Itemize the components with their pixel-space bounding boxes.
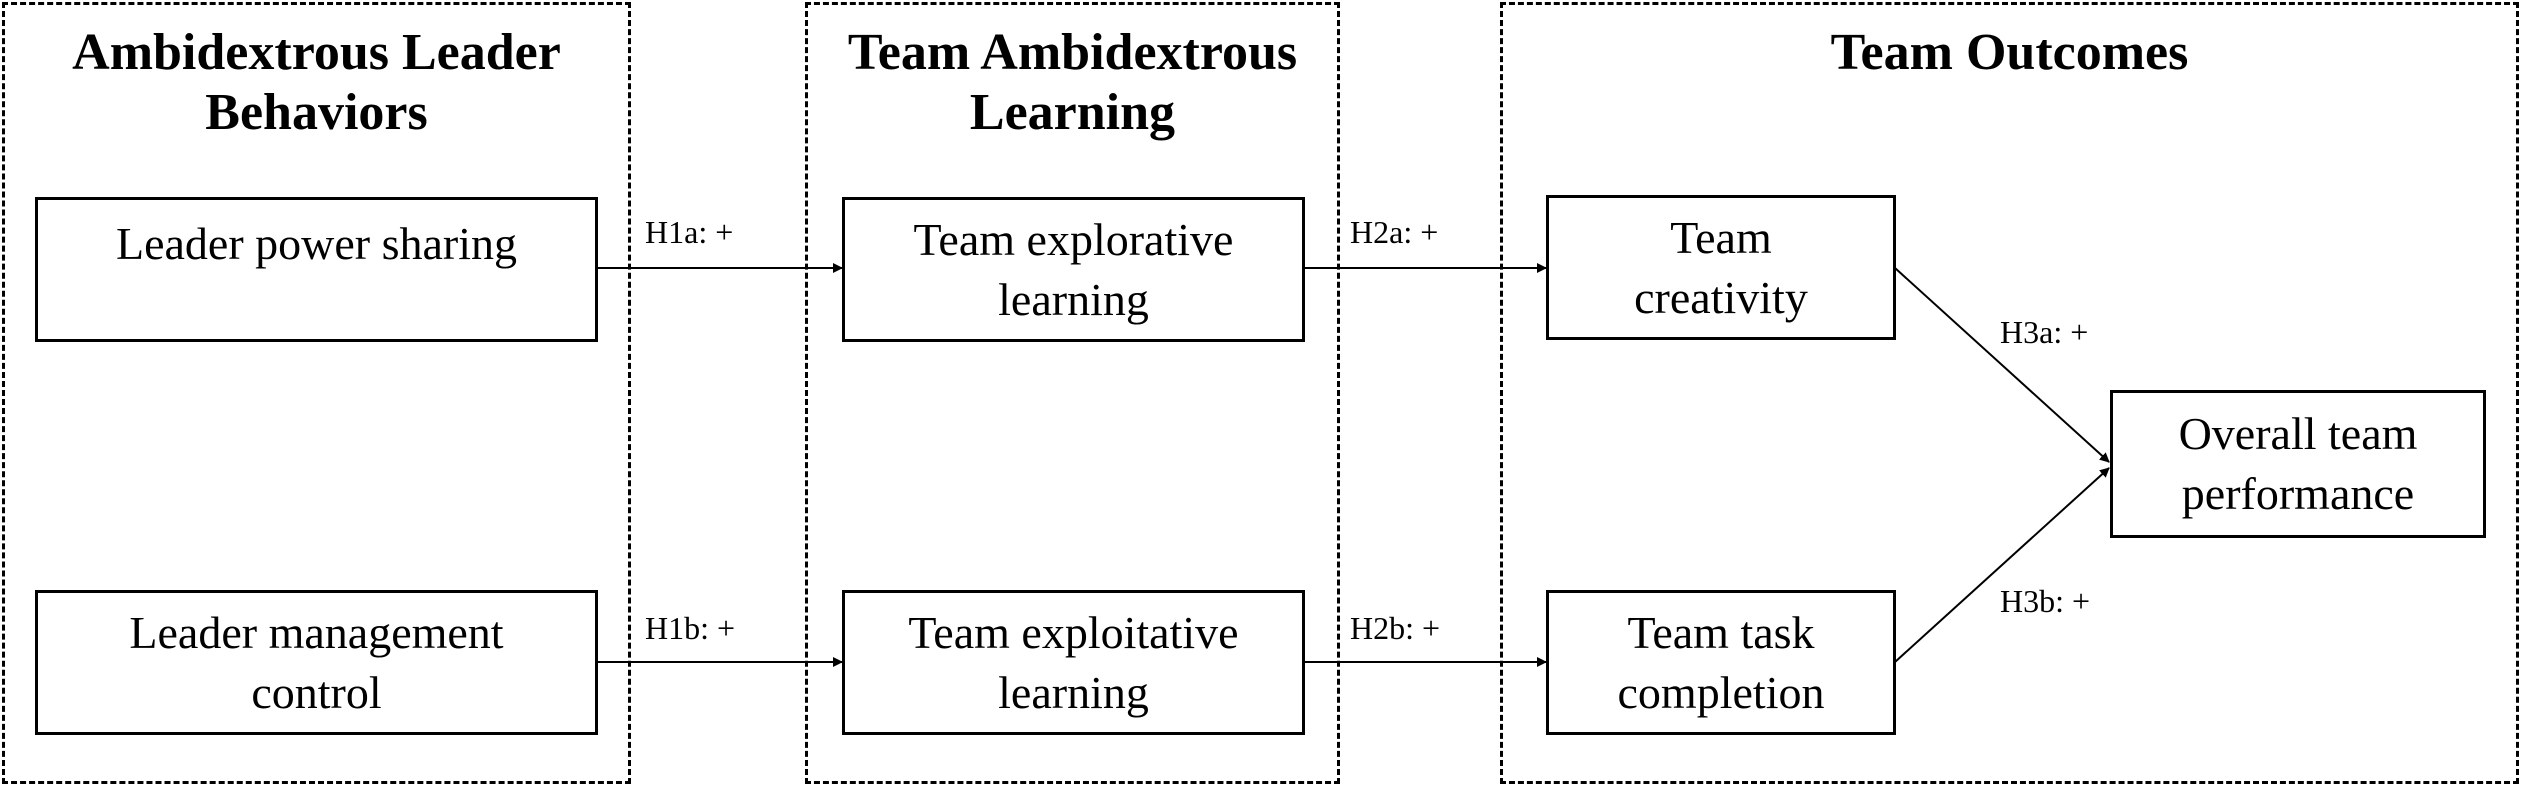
edge-h3a	[1894, 267, 2110, 463]
edge-label-h2a: H2a: +	[1350, 214, 1439, 250]
node-team-task-completion-line2: completion	[1617, 666, 1825, 718]
node-team-explorative-learning-line2: learning	[998, 273, 1149, 325]
node-leader-management-control-line2: control	[251, 666, 382, 718]
group-title-outcomes: Team Outcomes	[1503, 23, 2516, 83]
edge-label-h1b: H1b: +	[645, 610, 736, 646]
edge-h3b	[1894, 467, 2110, 663]
group-team-outcomes: Team Outcomes	[1500, 2, 2519, 784]
node-team-creativity-line1: Team	[1670, 211, 1772, 263]
edge-label-h2b: H2b: +	[1350, 610, 1441, 646]
node-team-creativity: Team creativity	[1546, 195, 1896, 340]
group-title-learning: Team Ambidextrous Learning	[808, 23, 1337, 143]
node-team-exploitative-learning-line1: Team exploitative	[908, 606, 1239, 658]
group-title-leader-line1: Ambidextrous Leader	[72, 24, 561, 81]
node-overall-team-performance-line1: Overall team	[2178, 408, 2418, 459]
node-overall-team-performance-line2: performance	[2181, 468, 2415, 519]
group-title-learning-line2: Learning	[969, 84, 1176, 141]
node-team-task-completion: Team task completion	[1546, 590, 1896, 735]
node-team-explorative-learning-line1: Team explorative	[913, 213, 1234, 265]
node-team-creativity-line2: creativity	[1634, 271, 1808, 323]
node-team-exploitative-learning: Team exploitative learning	[842, 590, 1305, 735]
node-team-task-completion-line1: Team task	[1627, 606, 1815, 658]
group-title-leader-line2: Behaviors	[205, 84, 428, 141]
group-team-ambidextrous-learning: Team Ambidextrous Learning	[805, 2, 1340, 784]
edge-label-h3a: H3a: +	[2000, 314, 2089, 350]
edge-label-h3b: H3b: +	[2000, 583, 2091, 619]
group-title-outcomes-line1: Team Outcomes	[1830, 24, 2189, 81]
edge-label-h1a: H1a: +	[645, 214, 734, 250]
node-team-exploitative-learning-line2: learning	[998, 666, 1149, 718]
node-leader-management-control: Leader management control	[35, 590, 598, 735]
group-title-learning-line1: Team Ambidextrous	[847, 24, 1298, 81]
node-overall-team-performance: Overall team performance	[2110, 390, 2486, 538]
node-team-explorative-learning: Team explorative learning	[842, 197, 1305, 342]
node-leader-power-sharing: Leader power sharing	[35, 197, 598, 342]
group-title-leader: Ambidextrous Leader Behaviors	[5, 23, 628, 143]
node-leader-management-control-line1: Leader management	[129, 606, 504, 658]
node-leader-power-sharing-line1: Leader power sharing	[115, 218, 518, 269]
group-ambidextrous-leader-behaviors: Ambidextrous Leader Behaviors	[2, 2, 631, 784]
